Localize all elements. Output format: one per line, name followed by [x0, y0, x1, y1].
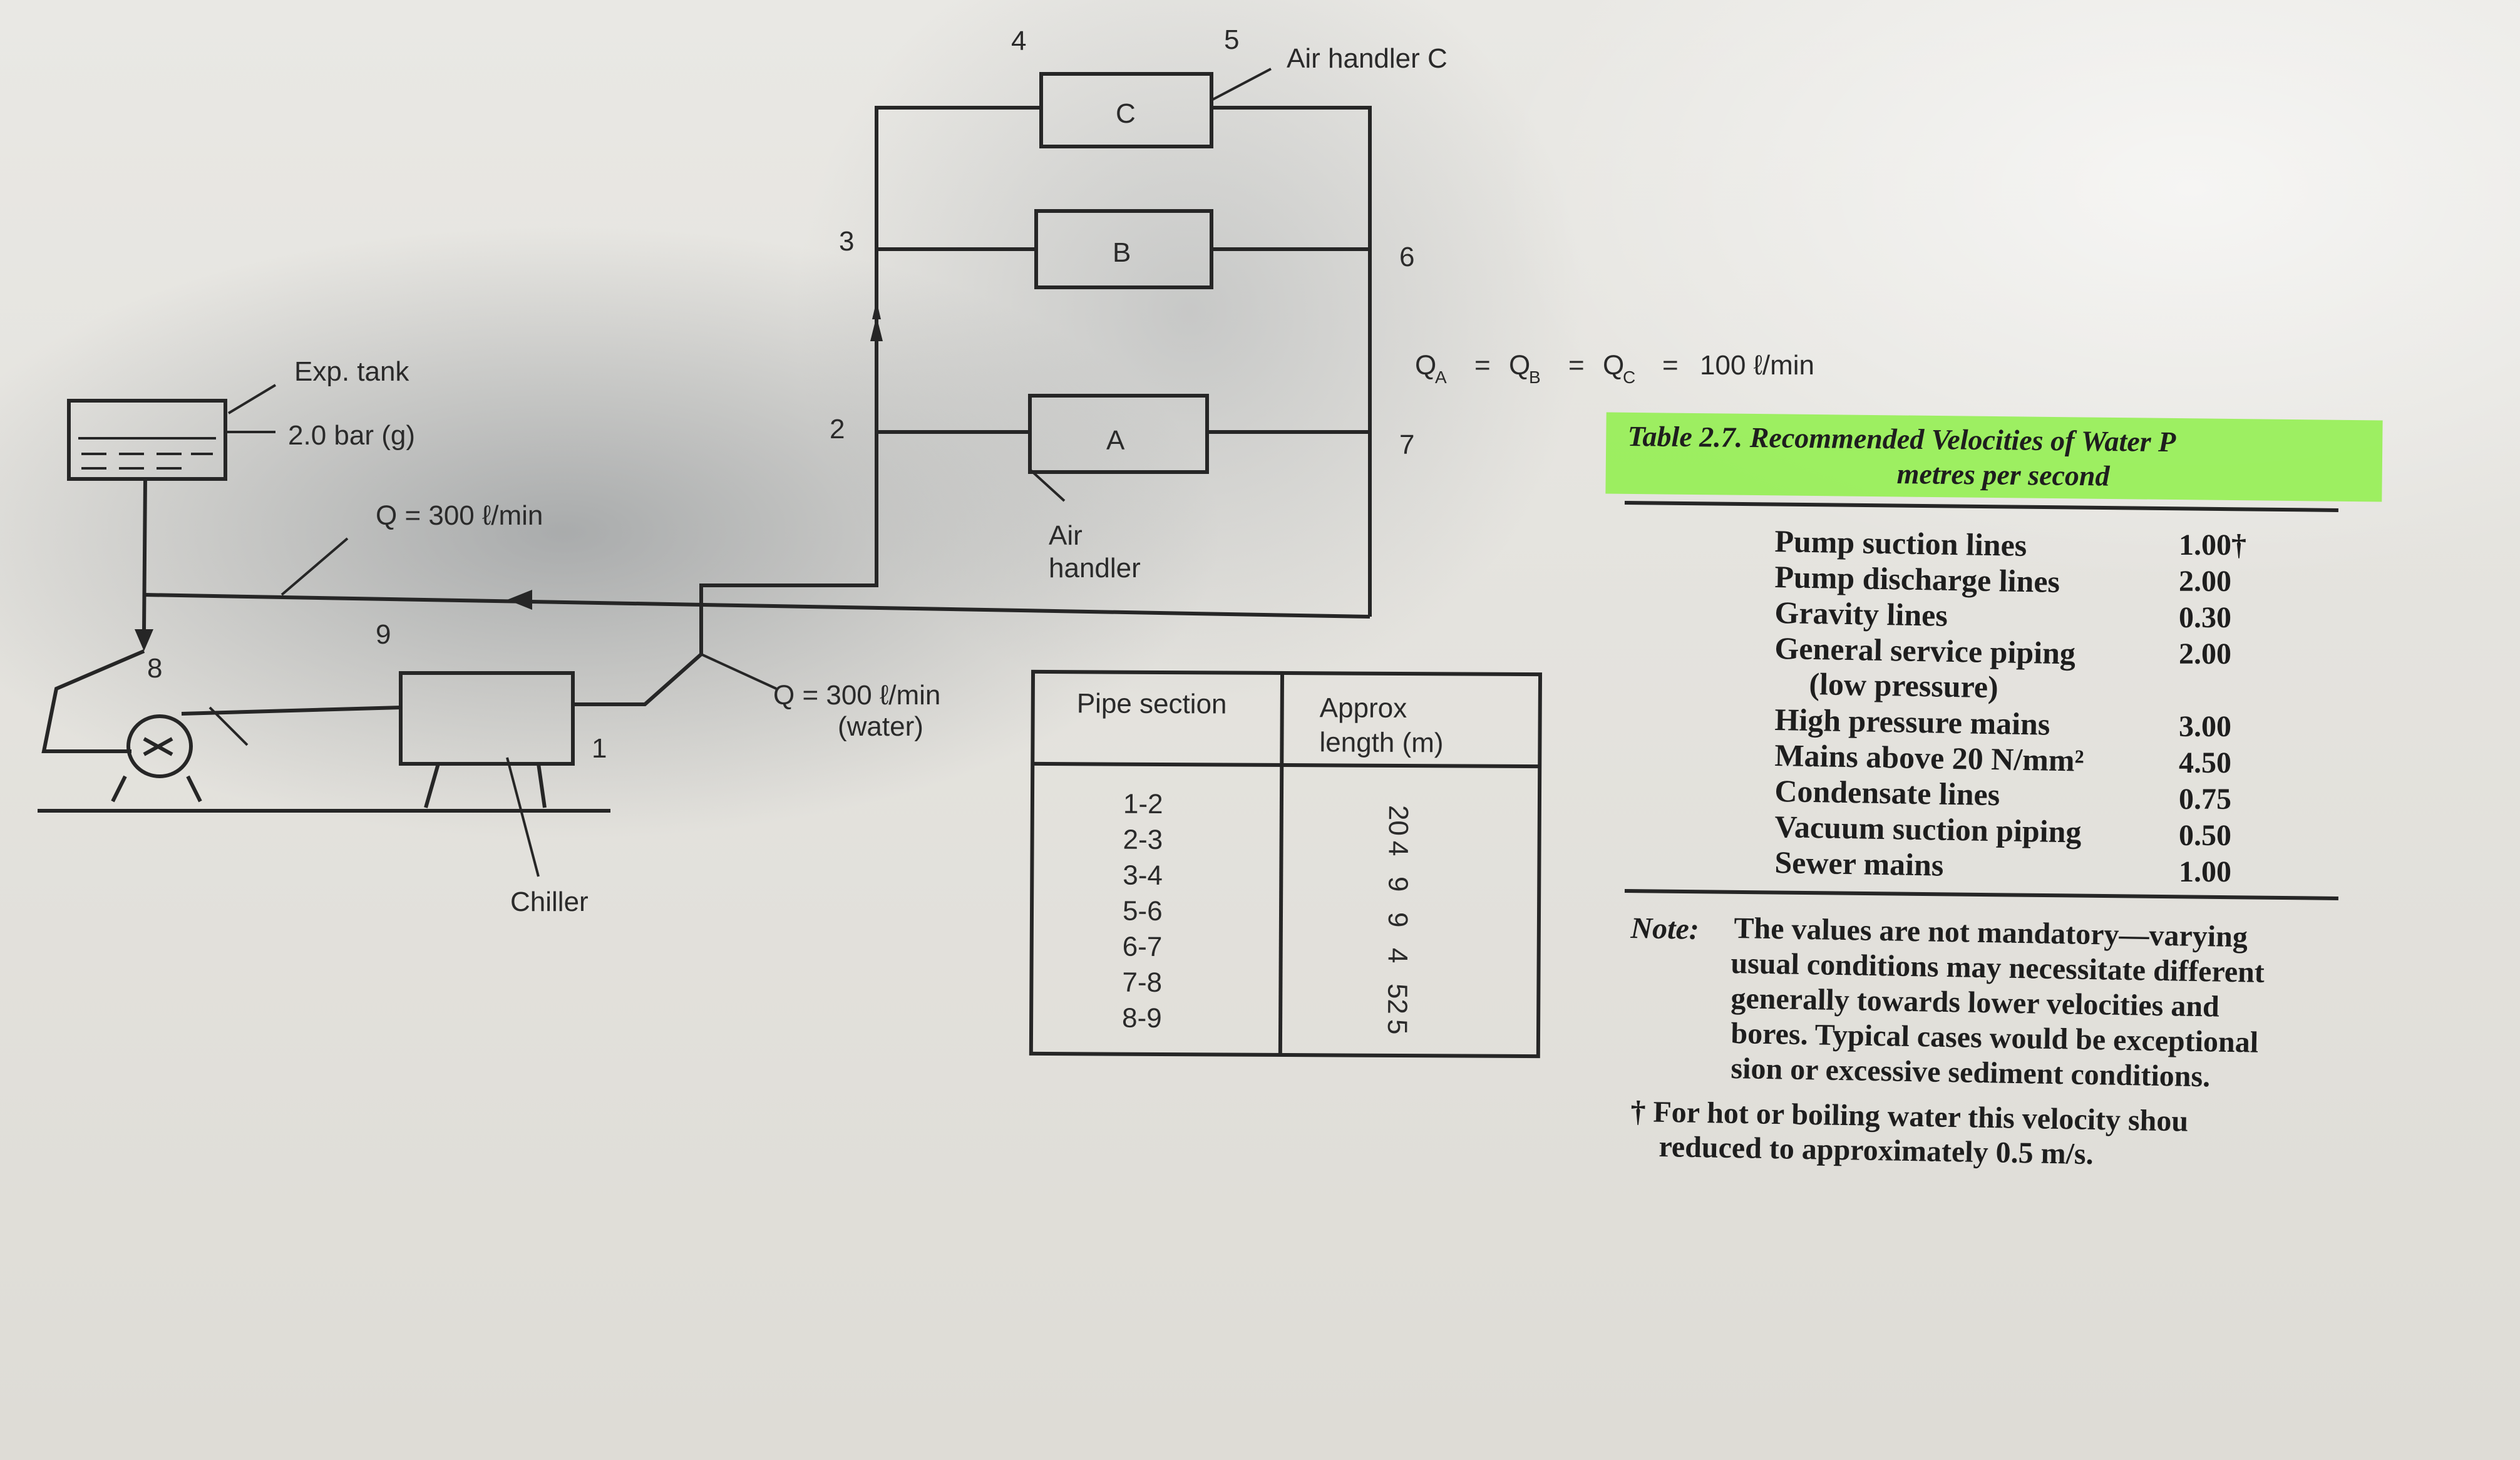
- velocity-row-value: 0.75: [2179, 783, 2231, 816]
- air-handler-label-2: handler: [1049, 553, 1141, 583]
- pipe-section-cell: 8-9: [1122, 1003, 1162, 1034]
- svg-text:100 ℓ/min: 100 ℓ/min: [1700, 350, 1814, 381]
- svg-text:Q: Q: [1603, 350, 1624, 381]
- supply-flow-leader: [701, 653, 777, 690]
- node-5-label: 5: [1224, 24, 1239, 55]
- box-c-label: C: [1116, 98, 1136, 129]
- pump-discharge-pipe: [181, 706, 401, 716]
- return-flow-arrow: [507, 590, 532, 610]
- table-caption-line1: Table 2.7. Recommended Velocities of Wat…: [1627, 419, 2176, 458]
- velocity-row-value: 2.00: [2179, 637, 2231, 671]
- table-caption-line2: metres per second: [1896, 457, 2110, 492]
- svg-text:B: B: [1529, 368, 1541, 387]
- return-riser-pipe: [1211, 106, 1372, 617]
- pipe-length-cell: 4: [1382, 948, 1413, 964]
- approx-header: Approx: [1320, 692, 1407, 724]
- supply-flow-label-2: (water): [838, 711, 923, 742]
- velocity-row-label: (low pressure): [1809, 666, 1999, 705]
- pipe-section-cell: 2-3: [1123, 825, 1163, 855]
- node-6-label: 6: [1399, 242, 1414, 272]
- pump-suction-pipe: [41, 649, 145, 753]
- box-a-label: A: [1106, 425, 1125, 456]
- velocity-row-value: 1.00†: [2179, 528, 2246, 562]
- node-1-label: 1: [592, 733, 607, 764]
- node-2-label: 2: [830, 414, 845, 445]
- svg-text:C: C: [1623, 368, 1635, 387]
- velocity-row-label: Mains above 20 N/mm²: [1774, 737, 2085, 778]
- note-label: Note:: [1630, 911, 1700, 946]
- riser-up-arrow: [870, 316, 883, 341]
- velocity-row-label: Condensate lines: [1774, 773, 2000, 813]
- return-flow-label: Q = 300 ℓ/min: [376, 500, 543, 531]
- velocity-row-value: 3.00: [2179, 710, 2231, 743]
- tank-connection-pipe: [142, 478, 147, 633]
- box-b-label: B: [1113, 237, 1131, 268]
- pipe-length-cell: 4: [1382, 841, 1413, 856]
- chiller-box: [399, 671, 575, 766]
- return-flow-leader: [280, 537, 349, 596]
- pipe-section-cell: 1-2: [1123, 789, 1163, 820]
- velocity-row-value: 0.50: [2179, 819, 2231, 852]
- svg-text:Q: Q: [1415, 350, 1436, 381]
- pipe-section-cell: 3-4: [1123, 860, 1163, 891]
- pipe-section-cell: 6-7: [1123, 932, 1163, 962]
- exp-tank-leader: [227, 384, 277, 414]
- velocity-row-label: Vacuum suction piping: [1774, 808, 2082, 850]
- air-handler-c-label: Air handler C: [1287, 43, 1448, 74]
- node-3-label: 3: [839, 226, 854, 257]
- chiller-supply-pipe: [573, 652, 702, 706]
- air-handler-c-box: [1039, 72, 1213, 148]
- expansion-tank: [67, 399, 227, 481]
- length-header: length (m): [1319, 727, 1443, 758]
- node-4-label: 4: [1011, 26, 1026, 56]
- supply-flow-label-1: Q = 300 ℓ/min: [773, 680, 940, 711]
- velocity-row-value: 2.00: [2179, 565, 2231, 598]
- pipe-section-cell: 5-6: [1123, 896, 1163, 927]
- velocity-row-value: 1.00: [2179, 855, 2231, 888]
- pipe-length-cell: 9: [1382, 912, 1413, 928]
- svg-text:Q: Q: [1509, 350, 1530, 381]
- chiller-label: Chiller: [510, 887, 589, 917]
- node-8-label: 8: [147, 653, 162, 684]
- chiller-leader: [506, 757, 540, 877]
- pipe-section-table: Pipe section Approx length (m) 1-2 20 2-3 4…: [1029, 669, 1543, 1059]
- pipe-length-cell: 52: [1382, 984, 1412, 1014]
- return-main-pipe: [143, 593, 1371, 619]
- node-9-label: 9: [376, 619, 391, 650]
- velocity-row-label: Sewer mains: [1774, 844, 1944, 883]
- pump-icon: [126, 714, 193, 778]
- air-handler-c-leader: [1211, 68, 1272, 101]
- velocity-row-value: 4.50: [2179, 746, 2231, 779]
- pipe-length-cell: 5: [1382, 1019, 1412, 1035]
- exp-tank-label: Exp. tank: [294, 356, 409, 387]
- velocity-row-label: Pump discharge lines: [1774, 558, 2060, 599]
- flow-equation: Q A = Q B = Q C = 100 ℓ/min: [1415, 350, 1814, 387]
- svg-text:=: =: [1568, 350, 1585, 381]
- velocity-row-label: Gravity lines: [1774, 594, 1948, 633]
- tank-down-arrow: [135, 629, 153, 651]
- svg-text:=: =: [1474, 350, 1491, 381]
- velocity-row-value: 0.30: [2179, 601, 2231, 634]
- supply-flow-arrow: [872, 301, 881, 319]
- air-handler-a-leader: [1029, 468, 1066, 502]
- exp-tank-pressure: 2.0 bar (g): [288, 420, 415, 451]
- svg-text:=: =: [1662, 350, 1679, 381]
- velocity-row-label: Pump suction lines: [1774, 523, 2027, 563]
- pipe-section-cell: 7-8: [1122, 967, 1162, 998]
- supply-riser-pipe: [699, 106, 1041, 654]
- svg-text:A: A: [1435, 368, 1447, 387]
- pipe-length-cell: 9: [1382, 877, 1413, 892]
- air-handler-label-1: Air: [1049, 520, 1083, 551]
- pipe-length-cell: 20: [1383, 805, 1414, 836]
- pipe-section-header: Pipe section: [1077, 688, 1227, 719]
- node-7-label: 7: [1399, 429, 1414, 460]
- velocity-row-label: High pressure mains: [1774, 701, 2050, 742]
